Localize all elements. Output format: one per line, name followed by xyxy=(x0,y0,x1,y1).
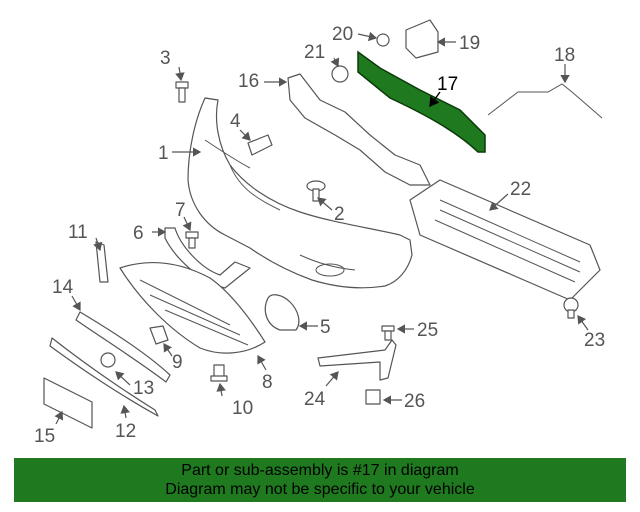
svg-text:20: 20 xyxy=(332,24,353,45)
callout-2: 2 xyxy=(317,197,345,225)
molding-part-6 xyxy=(164,227,251,289)
bracket-part-19 xyxy=(405,19,439,59)
svg-text:15: 15 xyxy=(34,426,55,447)
radiator-shutter-part-22 xyxy=(409,179,601,301)
callout-16: 16 xyxy=(238,71,288,92)
callout-15: 15 xyxy=(34,410,64,447)
svg-text:7: 7 xyxy=(175,200,186,221)
svg-text:14: 14 xyxy=(52,277,74,298)
fog-cover-part-5 xyxy=(264,294,300,331)
callout-23: 23 xyxy=(577,315,605,351)
callout-10: 10 xyxy=(216,382,253,419)
svg-text:17: 17 xyxy=(437,74,458,95)
svg-text:9: 9 xyxy=(172,352,183,373)
svg-text:13: 13 xyxy=(133,378,154,399)
screw-part-25 xyxy=(381,325,395,341)
callout-21: 21 xyxy=(304,42,340,68)
callout-5: 5 xyxy=(298,317,331,338)
banner-line-2: Diagram may not be specific to your vehi… xyxy=(165,481,475,498)
callout-18: 18 xyxy=(554,45,575,84)
nut-part-21 xyxy=(331,65,349,83)
svg-text:25: 25 xyxy=(417,320,438,341)
reinforcement-bar-part-17 xyxy=(357,50,486,153)
callout-14: 14 xyxy=(52,277,81,312)
bolt-part-3 xyxy=(175,81,189,103)
license-bracket-part-15 xyxy=(43,377,93,429)
callout-4: 4 xyxy=(230,111,251,141)
callout-13: 13 xyxy=(115,371,154,399)
bracket-part-11 xyxy=(95,241,109,283)
svg-text:2: 2 xyxy=(334,204,345,225)
callout-3: 3 xyxy=(160,48,185,82)
info-banner: Part or sub-assembly is #17 in diagram D… xyxy=(14,458,626,502)
svg-text:5: 5 xyxy=(320,317,331,338)
absorber-part-16 xyxy=(287,73,431,186)
callout-24: 24 xyxy=(304,371,339,410)
clip-part-13 xyxy=(100,352,116,368)
callout-6: 6 xyxy=(133,223,167,244)
callout-8: 8 xyxy=(257,354,273,393)
trim-strip-part-12 xyxy=(49,337,159,417)
push-clip-part-7 xyxy=(185,231,199,249)
callout-7: 7 xyxy=(175,200,192,232)
svg-text:4: 4 xyxy=(230,111,241,132)
svg-text:18: 18 xyxy=(554,45,575,66)
callout-17: 17 xyxy=(429,74,458,108)
callout-1: 1 xyxy=(158,143,202,164)
clip-part-2 xyxy=(306,180,326,202)
clip-part-26 xyxy=(365,389,381,405)
callout-25: 25 xyxy=(396,320,438,341)
svg-text:22: 22 xyxy=(510,179,531,200)
svg-text:23: 23 xyxy=(584,330,605,351)
svg-text:24: 24 xyxy=(304,389,326,410)
push-clip-part-23 xyxy=(563,297,579,319)
svg-text:26: 26 xyxy=(404,391,425,412)
svg-text:12: 12 xyxy=(115,421,136,442)
callout-12: 12 xyxy=(115,404,136,442)
callout-19: 19 xyxy=(436,33,480,54)
lower-panel-part-8 xyxy=(119,261,266,354)
callout-26: 26 xyxy=(382,391,425,412)
callout-20: 20 xyxy=(332,24,378,45)
nut-part-20 xyxy=(376,33,390,47)
svg-text:6: 6 xyxy=(133,223,144,244)
callout-22: 22 xyxy=(489,179,531,211)
svg-text:19: 19 xyxy=(459,33,480,54)
svg-text:3: 3 xyxy=(160,48,171,69)
svg-text:8: 8 xyxy=(262,372,273,393)
parts-diagram: 1 2 3 4 5 6 7 8 9 10 11 12 xyxy=(34,19,605,447)
callout-11: 11 xyxy=(68,222,103,252)
bracket-part-4 xyxy=(247,134,273,156)
wire-part-18 xyxy=(487,83,603,119)
bolt-part-10 xyxy=(210,364,228,382)
svg-text:16: 16 xyxy=(238,71,259,92)
svg-text:1: 1 xyxy=(158,143,169,164)
svg-text:21: 21 xyxy=(304,42,325,63)
side-bracket-part-24 xyxy=(317,339,397,381)
grille-part-14 xyxy=(75,311,171,383)
bumper-cover-part-1 xyxy=(187,97,413,289)
svg-text:10: 10 xyxy=(232,398,253,419)
bracket-part-9 xyxy=(149,325,169,345)
svg-text:11: 11 xyxy=(68,222,88,243)
callout-9: 9 xyxy=(163,343,183,373)
banner-line-1: Part or sub-assembly is #17 in diagram xyxy=(181,462,459,479)
